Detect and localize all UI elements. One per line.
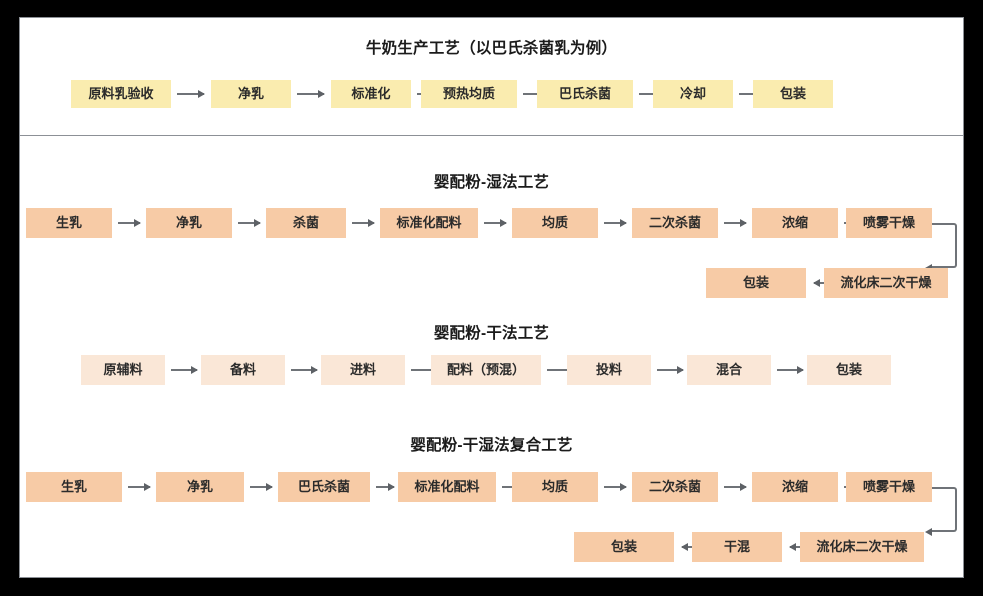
step-box: 冷却 [653, 80, 733, 108]
step-box: 均质 [512, 472, 598, 502]
wrap-connector [932, 223, 957, 268]
arrow-right-icon [484, 219, 507, 227]
step-box: 流化床二次干燥 [824, 268, 948, 298]
arrow-right-icon [128, 483, 151, 491]
step-box: 包装 [706, 268, 806, 298]
step-box: 标准化配料 [380, 208, 478, 238]
arrow-right-icon [177, 90, 205, 98]
step-box: 进料 [321, 355, 405, 385]
step-box: 标准化配料 [398, 472, 496, 502]
section-title-milk-production: 牛奶生产工艺（以巴氏杀菌乳为例） [365, 40, 618, 57]
arrow-right-icon [657, 366, 684, 374]
arrow-left-icon [925, 528, 932, 536]
step-box: 净乳 [146, 208, 232, 238]
arrow-right-icon [604, 219, 627, 227]
step-box: 混合 [687, 355, 771, 385]
arrow-right-icon [777, 366, 804, 374]
arrow-right-icon [171, 366, 198, 374]
arrow-right-icon [238, 219, 261, 227]
step-box: 净乳 [211, 80, 291, 108]
step-box: 备料 [201, 355, 285, 385]
step-box: 原辅料 [81, 355, 165, 385]
step-box: 包装 [807, 355, 891, 385]
step-box: 浓缩 [752, 208, 838, 238]
section-title-infant-formula-dry-wet: 婴配粉-干湿法复合工艺 [410, 437, 573, 454]
arrow-right-icon [724, 219, 747, 227]
step-box: 巴氏杀菌 [278, 472, 370, 502]
step-box: 包装 [574, 532, 674, 562]
step-box: 杀菌 [266, 208, 346, 238]
section-title-infant-formula-wet: 婴配粉-湿法工艺 [433, 174, 550, 191]
arrow-right-icon [604, 483, 627, 491]
step-box: 喷雾干燥 [846, 208, 932, 238]
step-box: 巴氏杀菌 [537, 80, 633, 108]
step-box: 投料 [567, 355, 651, 385]
arrow-right-icon [118, 219, 141, 227]
step-box: 原料乳验收 [71, 80, 171, 108]
step-box: 预热均质 [421, 80, 517, 108]
step-box: 生乳 [26, 472, 122, 502]
arrow-right-icon [291, 366, 318, 374]
arrow-right-icon [724, 483, 747, 491]
step-box: 浓缩 [752, 472, 838, 502]
step-box: 包装 [753, 80, 833, 108]
arrow-right-icon [376, 483, 395, 491]
section-title-infant-formula-dry: 婴配粉-干法工艺 [433, 325, 550, 342]
step-box: 流化床二次干燥 [800, 532, 924, 562]
step-box: 均质 [512, 208, 598, 238]
arrow-right-icon [250, 483, 273, 491]
section-divider [20, 135, 963, 136]
diagram-panel: 牛奶生产工艺（以巴氏杀菌乳为例） 原料乳验收 净乳 标准化 预热均质 巴氏杀菌 … [19, 17, 964, 578]
arrow-right-icon [352, 219, 375, 227]
step-box: 净乳 [156, 472, 244, 502]
step-box: 二次杀菌 [632, 472, 718, 502]
step-box: 标准化 [331, 80, 411, 108]
step-box: 干混 [692, 532, 782, 562]
step-box: 喷雾干燥 [846, 472, 932, 502]
wrap-connector [932, 487, 957, 532]
step-box: 二次杀菌 [632, 208, 718, 238]
step-box: 生乳 [26, 208, 112, 238]
step-box: 配料（预混） [431, 355, 541, 385]
arrow-right-icon [297, 90, 325, 98]
